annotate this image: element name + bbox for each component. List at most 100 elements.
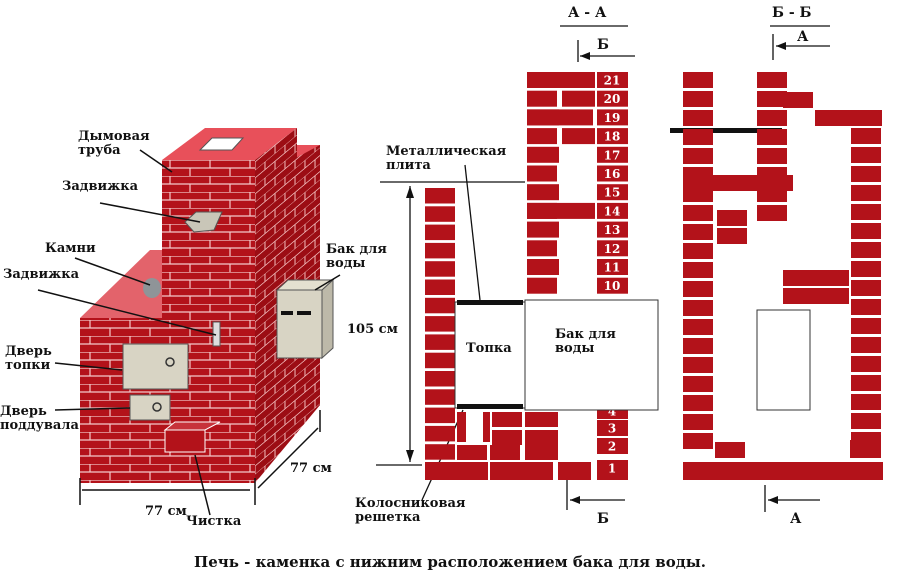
section-aa-title: А - А [568, 5, 607, 21]
brick [851, 356, 881, 372]
brick [851, 166, 881, 182]
cleanout-label: Чистка [186, 514, 242, 529]
brick [851, 299, 881, 315]
ash-door [129, 394, 171, 421]
row-number: 3 [608, 422, 616, 436]
width-dimension: 77 см [145, 504, 187, 519]
brick [425, 188, 455, 204]
cleanout-brick [164, 429, 206, 453]
brick [425, 371, 455, 387]
brick [527, 202, 595, 219]
damper-label: Задвижка [3, 267, 80, 282]
row-number: 20 [604, 92, 621, 106]
tank-label-3d: Бак для воды [326, 242, 387, 271]
brick [851, 318, 881, 334]
brick [527, 221, 559, 238]
stove-3d [37, 128, 341, 516]
brick [851, 128, 881, 144]
brick [525, 445, 558, 460]
stones [143, 278, 161, 298]
numbered-brick [597, 184, 628, 201]
brick [683, 300, 713, 316]
brick [757, 129, 787, 145]
row-number: 1 [608, 462, 616, 476]
brick [527, 109, 593, 126]
brick [715, 442, 745, 458]
brick [683, 72, 713, 88]
brick [425, 334, 455, 350]
row-number: 18 [604, 130, 621, 144]
brick [425, 352, 455, 369]
damper-top-label: Задвижка [62, 179, 139, 194]
brick [683, 148, 713, 164]
brick [851, 337, 881, 353]
depth-dimension: 77 см [290, 461, 332, 476]
brick [683, 281, 713, 297]
brick [525, 430, 558, 445]
brick [683, 175, 793, 191]
row-number: 21 [604, 74, 621, 88]
section-bb-cut-bottom: А [790, 511, 802, 527]
section-bb-cut-top: А [797, 29, 809, 45]
row-number: 2 [608, 440, 616, 454]
metal-plate-label: Металлическая плита [386, 144, 507, 173]
brick [683, 395, 713, 411]
brick [562, 128, 595, 145]
brick [851, 394, 881, 410]
numbered-brick [597, 109, 628, 126]
stones-label: Камни [45, 241, 96, 256]
brick [527, 277, 557, 294]
numbered-brick [597, 72, 628, 88]
brick [425, 279, 455, 295]
brick [683, 319, 713, 335]
brick [757, 91, 787, 107]
section-aa-cut-bottom: Б [597, 511, 609, 527]
grate-label: Колосниковая решетка [355, 496, 466, 525]
brick [425, 444, 455, 460]
brick [757, 110, 787, 126]
section-bb-title: Б - Б [772, 5, 812, 21]
brick [783, 270, 849, 286]
brick [425, 206, 455, 222]
row-number: 12 [604, 242, 621, 256]
brick [851, 147, 881, 163]
section-bb [670, 25, 883, 512]
brick [527, 146, 559, 163]
brick [757, 72, 787, 88]
firebox-label: Топка [466, 341, 512, 356]
numbered-brick [597, 460, 628, 480]
brick [558, 462, 591, 480]
brick [425, 407, 455, 424]
brick [683, 243, 713, 259]
brick [425, 261, 455, 277]
tank-label-section: Бак для воды [555, 327, 616, 356]
brick [683, 462, 883, 480]
brick [527, 90, 557, 107]
brick [783, 288, 849, 304]
brick [717, 228, 747, 244]
height-dimension: 105 см [347, 322, 398, 337]
brick [527, 259, 559, 275]
section-aa-cut-top: Б [597, 37, 609, 53]
brick [490, 462, 553, 480]
brick [851, 375, 881, 391]
row-number: 13 [604, 223, 621, 237]
numbered-brick [597, 128, 628, 145]
row-number: 10 [604, 279, 621, 293]
brick [851, 242, 881, 258]
brick [525, 412, 558, 427]
brick [683, 129, 713, 145]
brick [490, 445, 520, 460]
brick [683, 433, 713, 449]
brick [851, 185, 881, 201]
numbered-brick [597, 221, 628, 238]
brick [683, 338, 713, 354]
grate [457, 404, 523, 409]
water-tank [524, 299, 659, 411]
damper-top-plate [184, 211, 223, 233]
row-number: 17 [604, 148, 621, 162]
brick [851, 204, 881, 220]
row-number: 16 [604, 167, 621, 181]
